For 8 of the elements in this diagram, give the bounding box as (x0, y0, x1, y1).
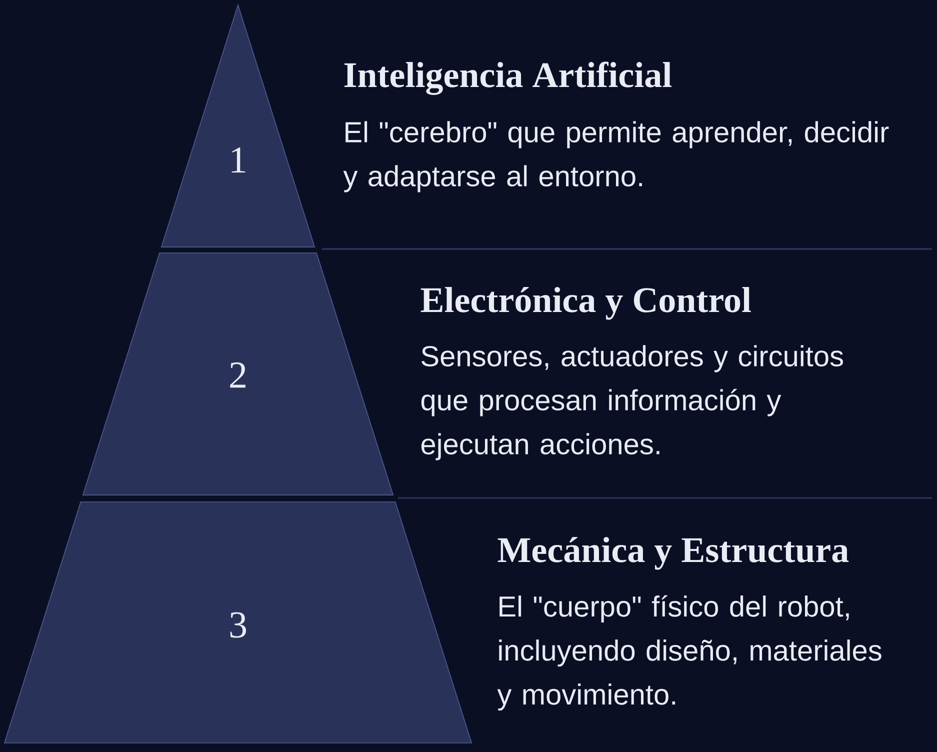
level-description: Sensores, actuadores y circuitos que procesan información y ejecutan acciones. (421, 345, 843, 460)
level-description: El "cuerpo" físico del robot, incluyendo diseño, materiales y movimiento. (497, 595, 882, 711)
pyramid-level: 3 (4, 502, 472, 744)
pyramid-level: 2 (82, 252, 394, 496)
level-title: Inteligencia Artificial (344, 62, 672, 95)
level-title: Electrónica y Control (420, 286, 751, 320)
level-description: El "cerebro" que permite aprender, decidir y adaptarse al entorno. (343, 121, 889, 192)
level-title: Mecánica y Estructura (498, 536, 849, 570)
